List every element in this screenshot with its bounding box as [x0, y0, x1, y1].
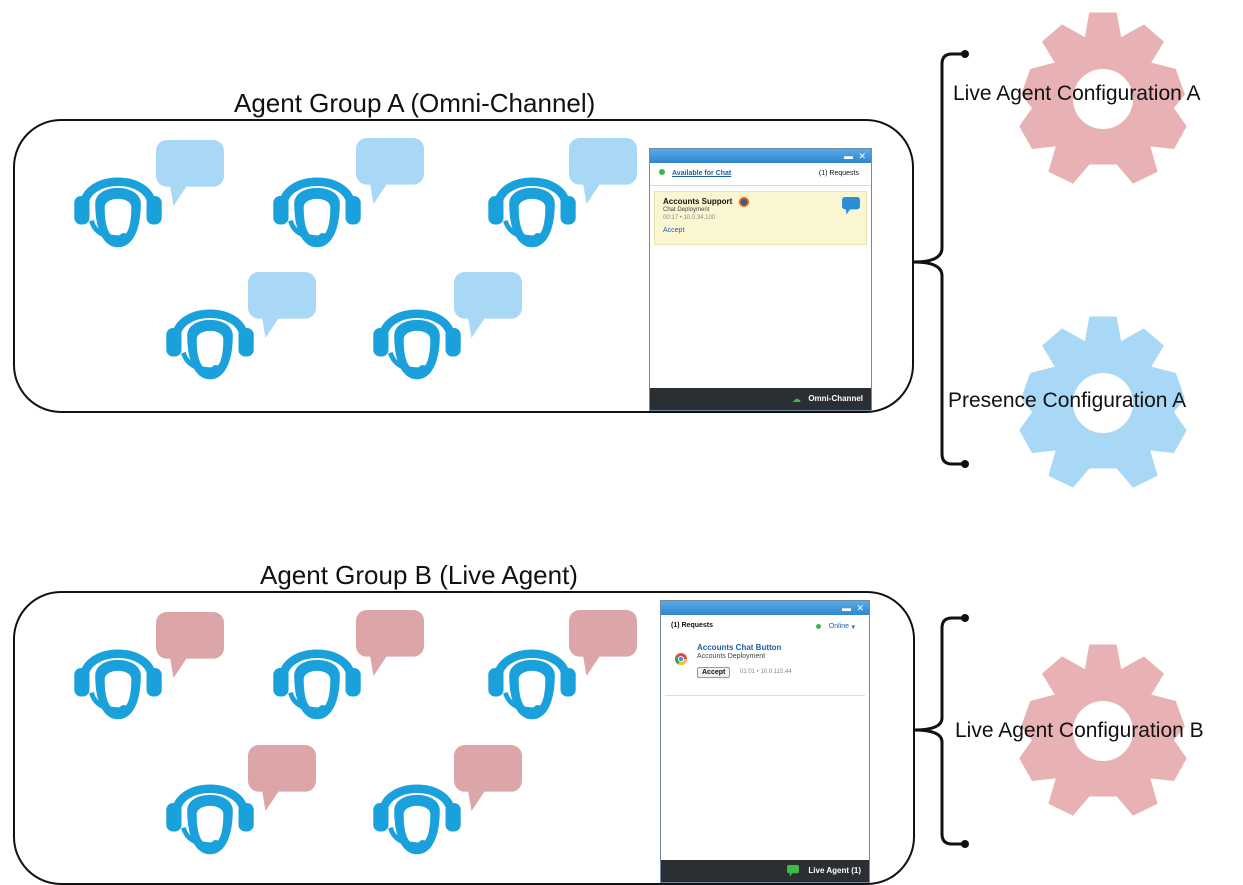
bubble-b3	[568, 610, 638, 678]
widget-status-bar: (1) Requests Online ▾	[661, 615, 869, 637]
live-agent-config-b-label: Live Agent Configuration B	[955, 719, 1204, 742]
agent-headset-icon	[367, 765, 467, 860]
accept-button[interactable]: Accept	[697, 667, 731, 678]
agent-headset-icon	[68, 630, 168, 725]
group-b-title: Agent Group B (Live Agent)	[260, 560, 578, 590]
footer-label[interactable]: Omni-Channel	[808, 394, 863, 403]
footer-label[interactable]: Live Agent (1)	[808, 866, 861, 875]
chrome-icon	[675, 653, 687, 665]
status-dot-icon	[816, 624, 821, 629]
speech-bubble-icon	[355, 610, 425, 678]
curly-brace-icon	[913, 50, 969, 468]
bubble-b1	[155, 612, 225, 680]
close-icon[interactable]: ✕	[856, 603, 864, 613]
request-card[interactable]: Accounts Chat Button Accounts Deployment…	[665, 639, 865, 696]
request-meta: 01:01 • 10.0.115.44	[740, 669, 792, 675]
bubble-a1	[155, 140, 225, 208]
agent-headset-icon	[68, 158, 168, 253]
curly-brace-icon	[913, 614, 969, 848]
request-card[interactable]: Accounts Support Chat Deployment 00:17 •…	[654, 191, 867, 245]
bubble-b2	[355, 610, 425, 678]
requests-count: (1) Requests	[818, 170, 859, 177]
widget-titlebar: ▬ ✕	[661, 601, 869, 615]
agent-a4	[160, 290, 260, 385]
agent-b1	[68, 630, 168, 725]
widget-status-bar: Available for Chat (1) Requests	[650, 163, 871, 186]
request-title: Accounts Support	[663, 197, 733, 206]
omni-channel-widget: ▬ ✕ Available for Chat (1) Requests Acco…	[649, 148, 872, 411]
speech-bubble-icon	[155, 140, 225, 208]
bubble-a4	[247, 272, 317, 340]
chevron-down-icon[interactable]: ▾	[851, 624, 855, 631]
bubble-a2	[355, 138, 425, 206]
request-subtitle: Chat Deployment	[663, 207, 710, 213]
agent-a5	[367, 290, 467, 385]
speech-bubble-icon	[155, 612, 225, 680]
speech-bubble-icon	[247, 272, 317, 340]
speech-bubble-icon	[453, 745, 523, 813]
agent-headset-icon	[267, 158, 367, 253]
bubble-a5	[453, 272, 523, 340]
firefox-icon	[739, 197, 749, 207]
agent-headset-icon	[160, 290, 260, 385]
widget-footer: Live Agent (1)	[661, 860, 869, 882]
agent-headset-icon	[482, 630, 582, 725]
agent-b5	[367, 765, 467, 860]
accept-link[interactable]: Accept	[663, 227, 685, 234]
agent-headset-icon	[160, 765, 260, 860]
status-dropdown[interactable]: Online	[828, 623, 849, 630]
bubble-b5	[453, 745, 523, 813]
speech-bubble-icon	[355, 138, 425, 206]
agent-b4	[160, 765, 260, 860]
omni-channel-icon: ☁	[792, 394, 801, 404]
minimize-icon[interactable]: ▬	[844, 151, 853, 161]
live-agent-widget: ▬ ✕ (1) Requests Online ▾ Accounts Chat …	[660, 600, 870, 883]
agent-headset-icon	[482, 158, 582, 253]
chat-icon	[842, 197, 860, 215]
widget-titlebar: ▬ ✕	[650, 149, 871, 163]
speech-bubble-icon	[453, 272, 523, 340]
minimize-icon[interactable]: ▬	[842, 603, 851, 613]
bubble-a3	[568, 138, 638, 206]
widget-footer: ☁ Omni-Channel	[650, 388, 871, 410]
requests-count: (1) Requests	[671, 622, 714, 629]
agent-a1	[68, 158, 168, 253]
presence-config-a-label: Presence Configuration A	[948, 389, 1187, 412]
agent-a3	[482, 158, 582, 253]
request-title[interactable]: Accounts Chat Button	[697, 643, 782, 652]
agent-headset-icon	[367, 290, 467, 385]
agent-headset-icon	[267, 630, 367, 725]
speech-bubble-icon	[568, 610, 638, 678]
agent-b3	[482, 630, 582, 725]
speech-bubble-icon	[568, 138, 638, 206]
speech-bubble-icon	[247, 745, 317, 813]
agent-b2	[267, 630, 367, 725]
status-dropdown[interactable]: Available for Chat	[672, 170, 732, 177]
chat-icon	[787, 865, 799, 877]
request-meta: 00:17 • 10.0.34.100	[663, 215, 716, 221]
status-dot-icon	[659, 169, 665, 175]
close-icon[interactable]: ✕	[858, 151, 866, 161]
request-subtitle: Accounts Deployment	[697, 653, 766, 660]
live-agent-config-a-label: Live Agent Configuration A	[953, 82, 1201, 105]
agent-a2	[267, 158, 367, 253]
bubble-b4	[247, 745, 317, 813]
group-a-title: Agent Group A (Omni-Channel)	[234, 88, 596, 118]
